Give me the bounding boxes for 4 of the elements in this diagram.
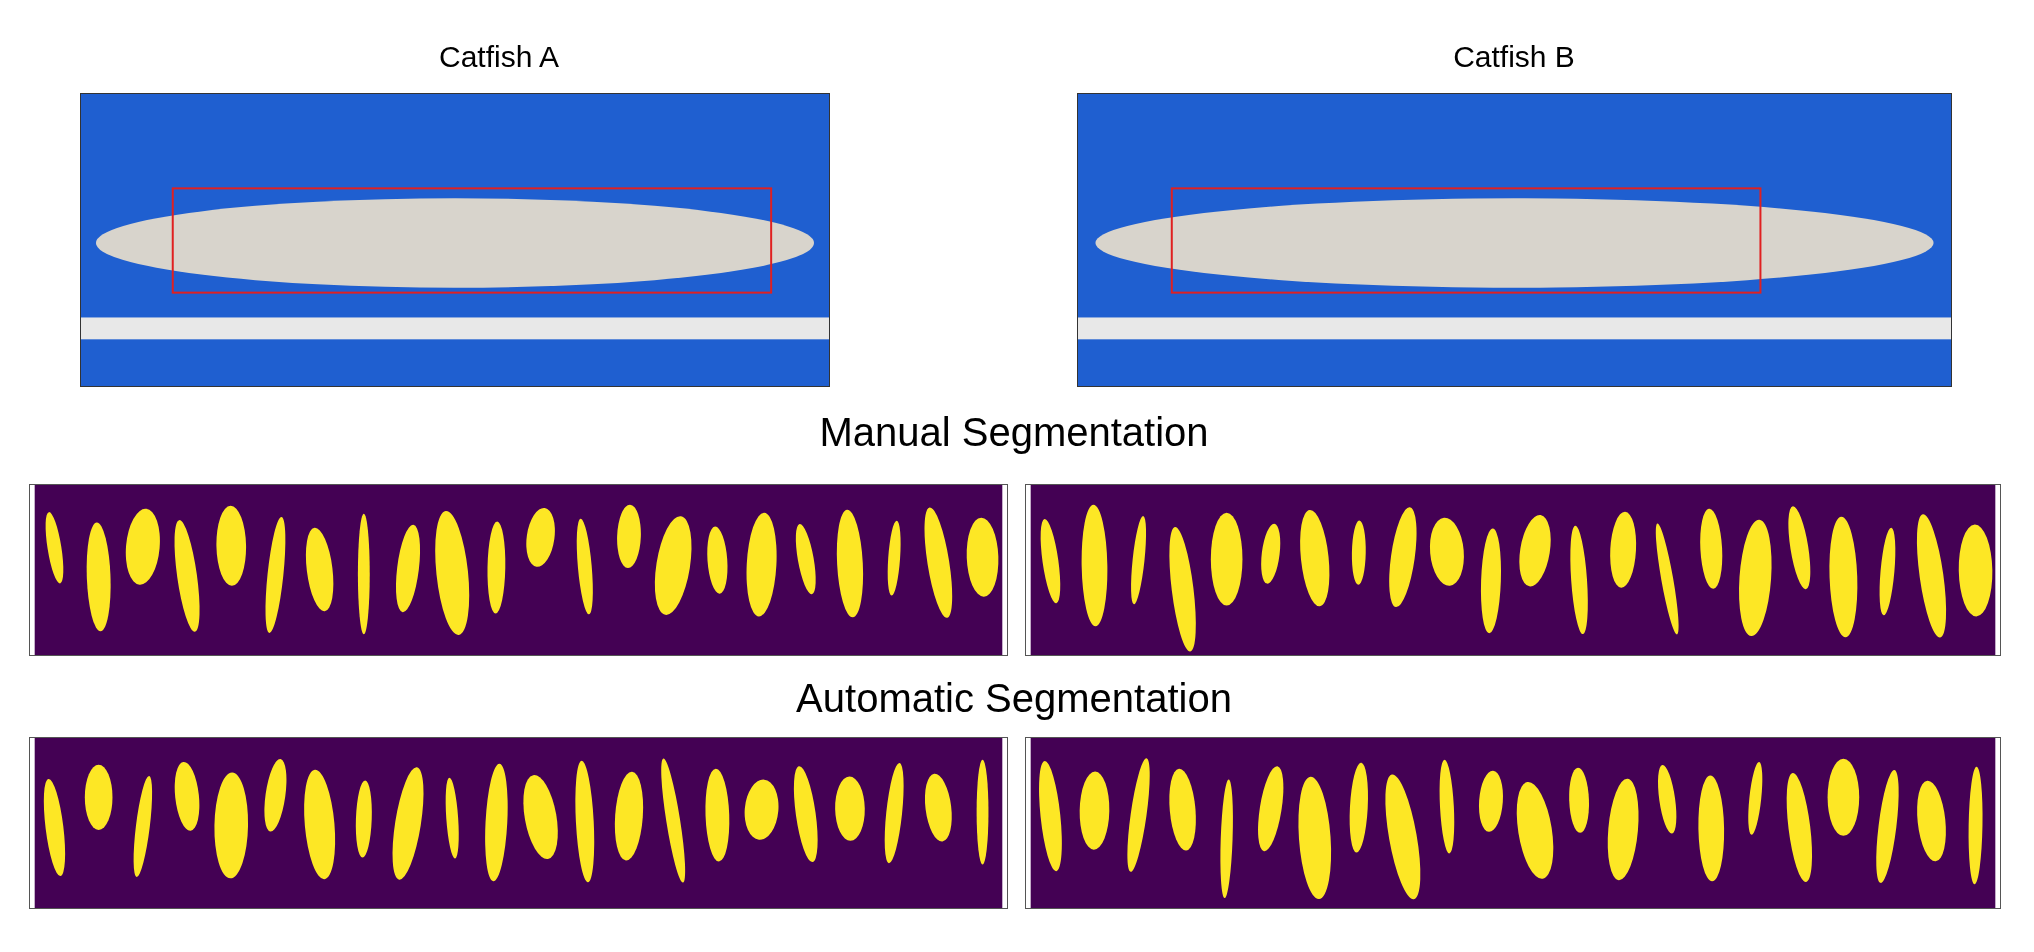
panel-title: Manual Segmentation: [819, 409, 1209, 456]
panel-title: Catfish B: [1453, 39, 1575, 75]
panel-title: Automatic Segmentation: [796, 675, 1232, 722]
panel-title: Catfish A: [438, 39, 560, 75]
